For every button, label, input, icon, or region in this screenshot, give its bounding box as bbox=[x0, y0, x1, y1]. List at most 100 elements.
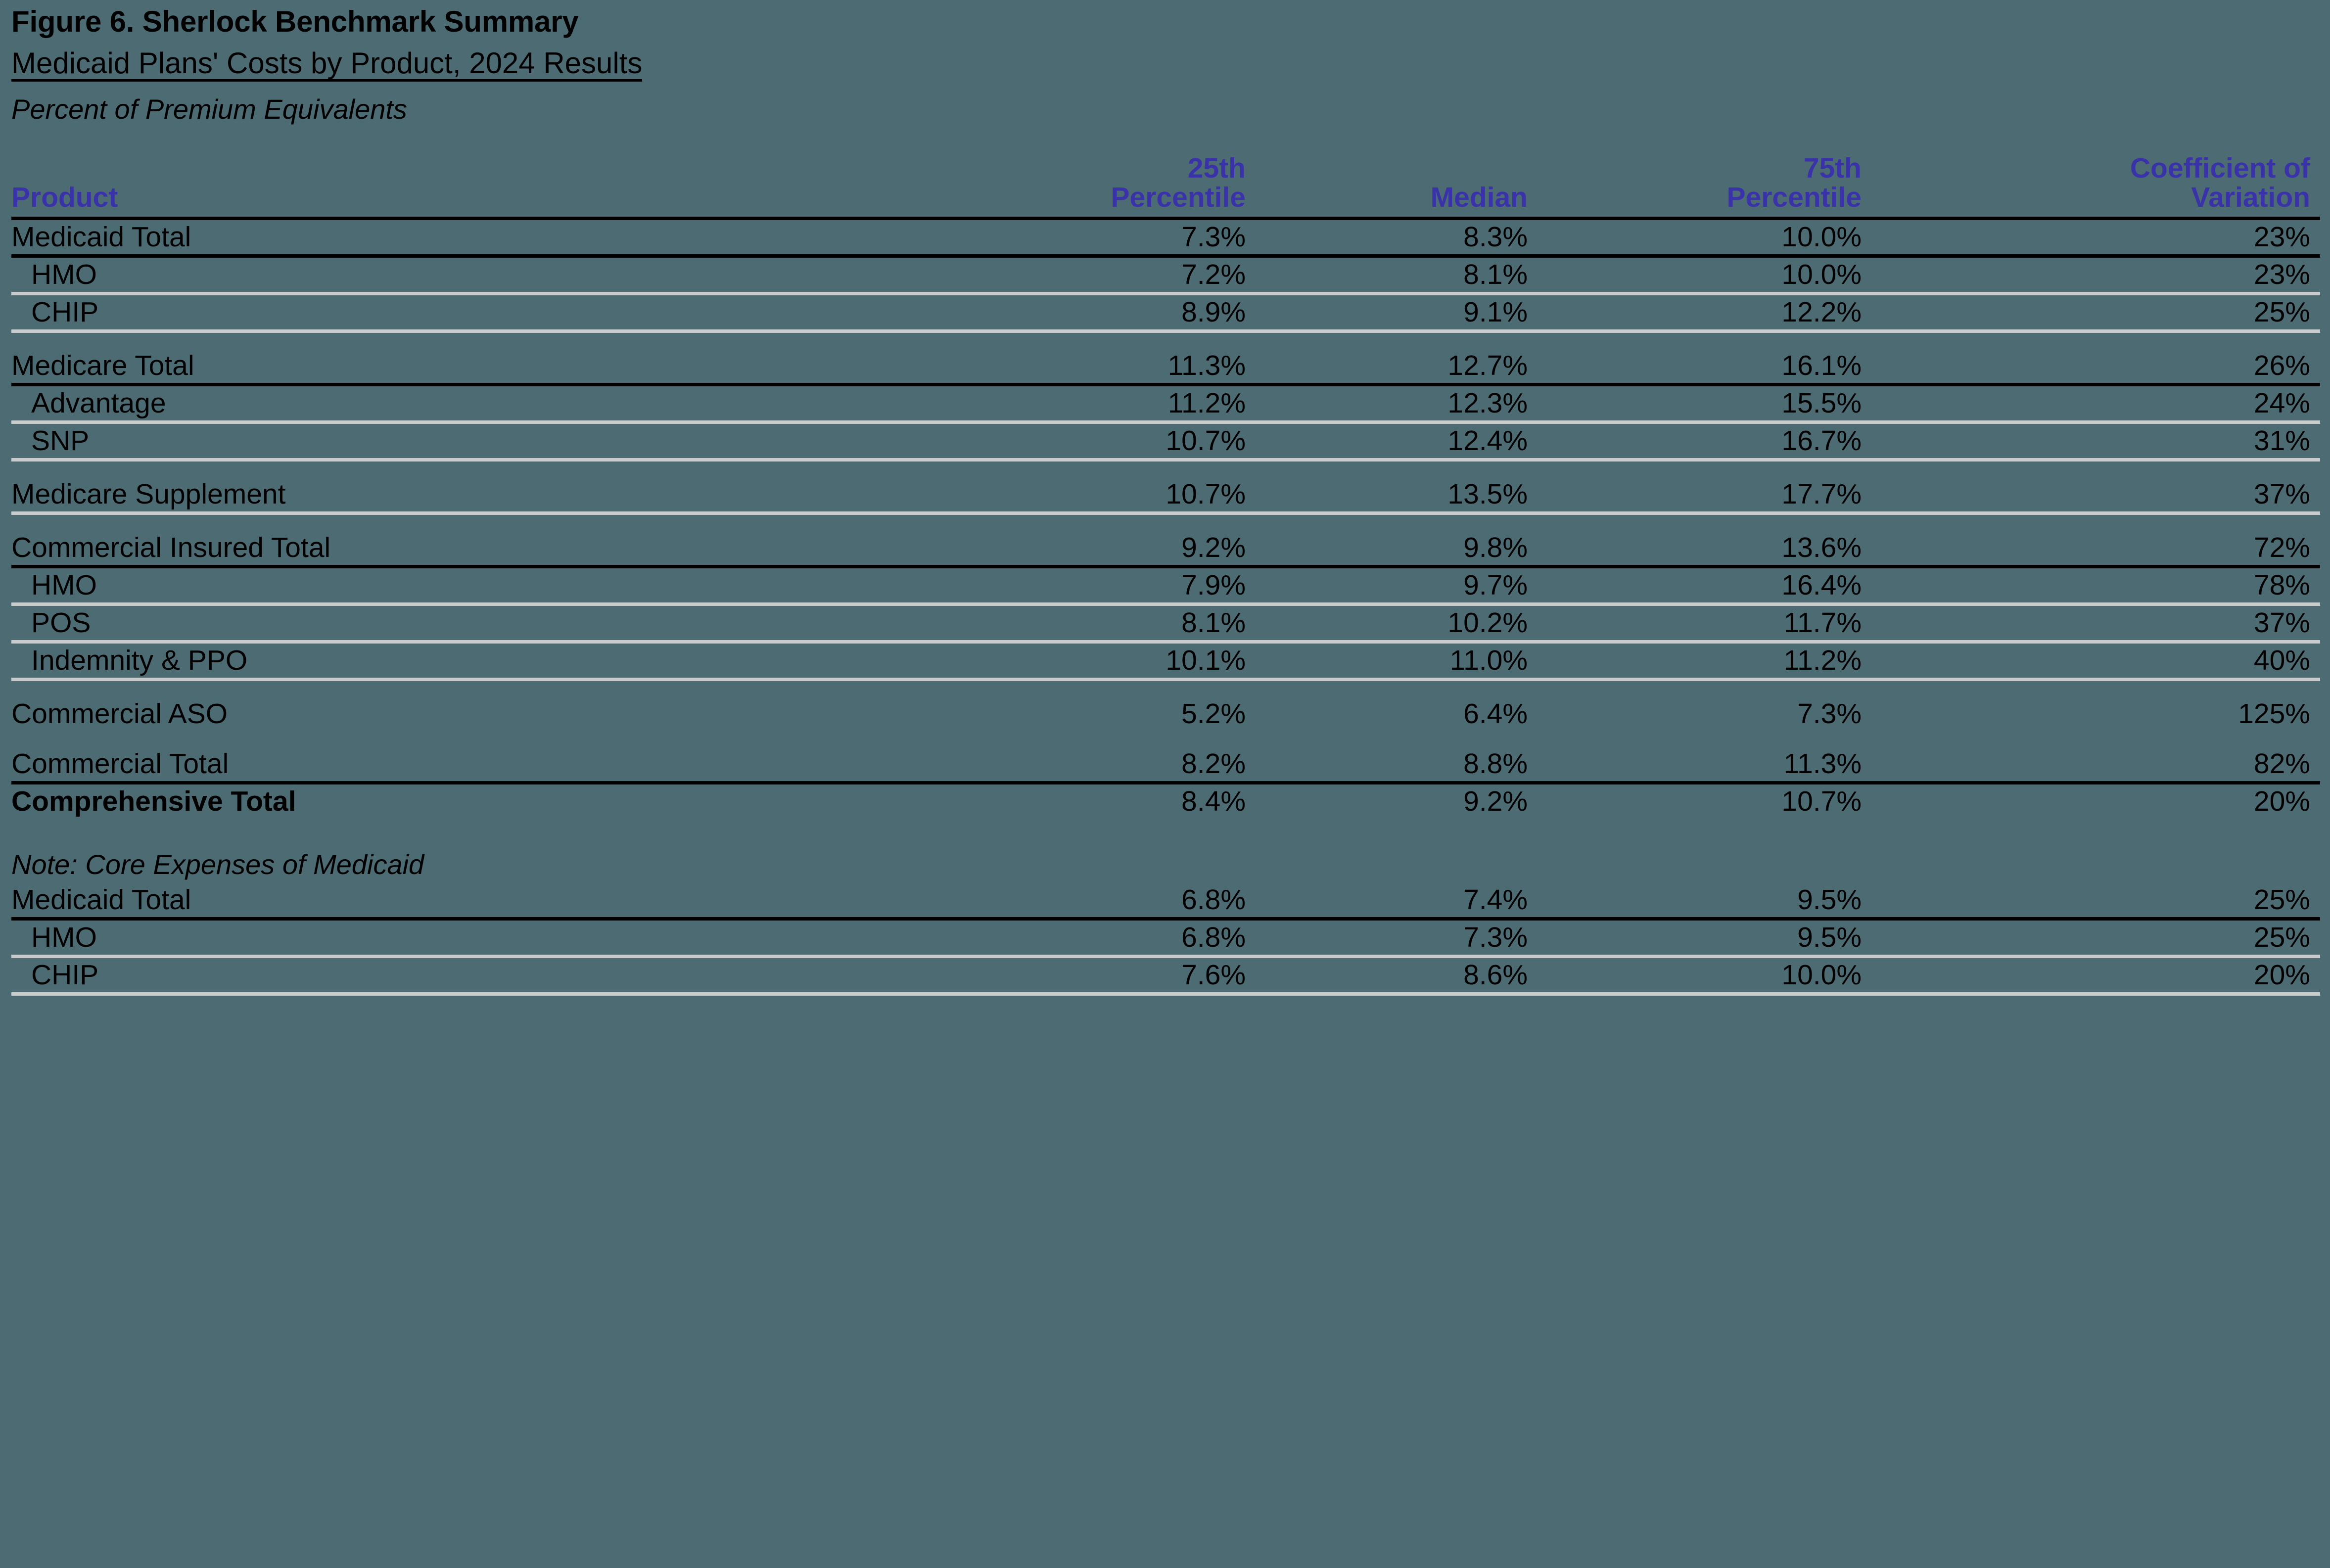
section-spacer bbox=[11, 679, 2320, 697]
cell-p25: 7.6% bbox=[909, 956, 1256, 996]
cell-median: 8.1% bbox=[1256, 256, 1538, 295]
column-header-75th-line2: Percentile bbox=[1726, 182, 1862, 214]
cell-median: 9.8% bbox=[1256, 530, 1538, 568]
row-label: CHIP bbox=[11, 293, 909, 333]
cell-cv: 25% bbox=[1871, 882, 2320, 921]
table-row: POS 8.1% 10.2% 11.7% 37% bbox=[11, 604, 2320, 644]
cell-median: 8.8% bbox=[1256, 746, 1538, 784]
column-header-median: Median bbox=[1256, 154, 1538, 220]
header-row: Product 25th Percentile Median 75th Perc… bbox=[11, 152, 2320, 220]
cell-cv: 82% bbox=[1871, 746, 2320, 784]
row-label: SNP bbox=[11, 422, 909, 461]
table-row: Commercial ASO 5.2% 6.4% 7.3% 125% bbox=[11, 697, 2320, 731]
cell-cv: 31% bbox=[1871, 422, 2320, 461]
benchmark-table: Product 25th Percentile Median 75th Perc… bbox=[11, 152, 2320, 996]
cell-p25: 10.7% bbox=[909, 477, 1256, 515]
row-label: Advantage bbox=[11, 384, 909, 424]
row-label: Medicaid Total bbox=[11, 882, 909, 921]
cell-p25: 7.9% bbox=[909, 566, 1256, 606]
cell-p25: 8.1% bbox=[909, 604, 1256, 644]
column-header-75th-line1: 75th bbox=[1803, 152, 1862, 184]
table-row: Medicare Supplement 10.7% 13.5% 17.7% 37… bbox=[11, 477, 2320, 515]
cell-median: 6.4% bbox=[1463, 697, 1528, 730]
spacer-cell bbox=[11, 331, 2320, 349]
row-label: HMO bbox=[11, 919, 909, 958]
row-label: Commercial Insured Total bbox=[11, 530, 909, 568]
table-row: Advantage 11.2% 12.3% 15.5% 24% bbox=[11, 384, 2320, 424]
cell-median: 12.4% bbox=[1256, 422, 1538, 461]
cell-cv: 23% bbox=[1871, 218, 2320, 258]
table-row: Indemnity & PPO 10.1% 11.0% 11.2% 40% bbox=[11, 642, 2320, 681]
column-header-cv-line1: Coefficient of bbox=[2130, 152, 2310, 184]
section-spacer bbox=[11, 819, 2320, 846]
spacer-cell bbox=[11, 731, 2320, 747]
cell-cv: 78% bbox=[1871, 566, 2320, 606]
row-label: Medicare Supplement bbox=[11, 477, 909, 515]
cell-p75: 7.3% bbox=[1797, 697, 1862, 730]
cell-p75: 11.7% bbox=[1538, 604, 1871, 644]
row-label: Commercial Total bbox=[11, 746, 909, 784]
column-header-product-label: Product bbox=[11, 182, 118, 214]
spacer-cell bbox=[11, 679, 2320, 697]
section-spacer bbox=[11, 331, 2320, 349]
row-label: HMO bbox=[11, 256, 909, 295]
table-row: Medicaid Total 7.3% 8.3% 10.0% 23% bbox=[11, 218, 2320, 258]
cell-cv: 20% bbox=[1871, 956, 2320, 996]
cell-median: 8.3% bbox=[1256, 218, 1538, 258]
table-row: Commercial Insured Total 9.2% 9.8% 13.6%… bbox=[11, 530, 2320, 568]
cell-p25: 7.3% bbox=[909, 218, 1256, 258]
cell-p25: 11.3% bbox=[909, 348, 1256, 386]
row-label: HMO bbox=[11, 566, 909, 606]
cell-cv: 25% bbox=[1871, 293, 2320, 333]
spacer-cell bbox=[11, 460, 2320, 477]
figure-units-label: Percent of Premium Equivalents bbox=[11, 93, 407, 125]
row-label: POS bbox=[11, 604, 909, 644]
cell-p75: 11.2% bbox=[1538, 642, 1871, 681]
table-row: HMO 7.9% 9.7% 16.4% 78% bbox=[11, 566, 2320, 606]
cell-p75: 17.7% bbox=[1538, 477, 1871, 515]
cell-cv: 24% bbox=[1871, 384, 2320, 424]
cell-p75: 9.5% bbox=[1538, 882, 1871, 921]
column-header-product: Product bbox=[11, 154, 909, 220]
cell-cv: 37% bbox=[1871, 604, 2320, 644]
figure-title: Figure 6. Sherlock Benchmark Summary bbox=[11, 5, 579, 38]
cell-cv: 25% bbox=[1871, 919, 2320, 958]
cell-p75: 10.0% bbox=[1538, 256, 1871, 295]
cell-median: 9.7% bbox=[1256, 566, 1538, 606]
note-row: Note: Core Expenses of Medicaid bbox=[11, 846, 2320, 883]
row-label: Comprehensive Total bbox=[11, 785, 296, 817]
cell-p75: 10.0% bbox=[1538, 956, 1871, 996]
cell-p25: 6.8% bbox=[909, 919, 1256, 958]
column-header-median-label: Median bbox=[1430, 182, 1528, 214]
cell-median: 7.3% bbox=[1256, 919, 1538, 958]
cell-p75: 9.5% bbox=[1538, 919, 1871, 958]
cell-cv: 26% bbox=[1871, 348, 2320, 386]
column-header-75th-percentile: 75th Percentile bbox=[1538, 152, 1871, 220]
cell-cv: 72% bbox=[1871, 530, 2320, 568]
figure-title-block: Figure 6. Sherlock Benchmark Summary Med… bbox=[11, 0, 2320, 123]
table-row: SNP 10.7% 12.4% 16.7% 31% bbox=[11, 422, 2320, 461]
cell-p75: 16.1% bbox=[1538, 348, 1871, 386]
section-spacer bbox=[11, 731, 2320, 747]
cell-p25: 7.2% bbox=[909, 256, 1256, 295]
cell-p25: 10.1% bbox=[909, 642, 1256, 681]
cell-median: 8.6% bbox=[1256, 956, 1538, 996]
column-header-cv-line2: Variation bbox=[2191, 182, 2310, 214]
cell-p25: 8.2% bbox=[909, 746, 1256, 784]
table-row: Commercial Total 8.2% 8.8% 11.3% 82% bbox=[11, 746, 2320, 784]
cell-p75: 16.4% bbox=[1538, 566, 1871, 606]
row-label: Indemnity & PPO bbox=[11, 642, 909, 681]
spacer-cell bbox=[11, 513, 2320, 531]
table-row: CHIP 8.9% 9.1% 12.2% 25% bbox=[11, 293, 2320, 333]
table-row: CHIP 7.6% 8.6% 10.0% 20% bbox=[11, 956, 2320, 996]
cell-p75: 12.2% bbox=[1538, 293, 1871, 333]
row-label: Medicaid Total bbox=[11, 218, 909, 258]
table-row: HMO 6.8% 7.3% 9.5% 25% bbox=[11, 919, 2320, 958]
column-header-25th-percentile: 25th Percentile bbox=[909, 152, 1256, 220]
figure-subtitle: Medicaid Plans' Costs by Product, 2024 R… bbox=[11, 48, 643, 82]
cell-p75: 15.5% bbox=[1538, 384, 1871, 424]
row-label: Medicare Total bbox=[11, 348, 909, 386]
cell-p25: 10.7% bbox=[909, 422, 1256, 461]
column-header-25th-line1: 25th bbox=[1187, 152, 1246, 184]
row-label: CHIP bbox=[11, 956, 909, 996]
